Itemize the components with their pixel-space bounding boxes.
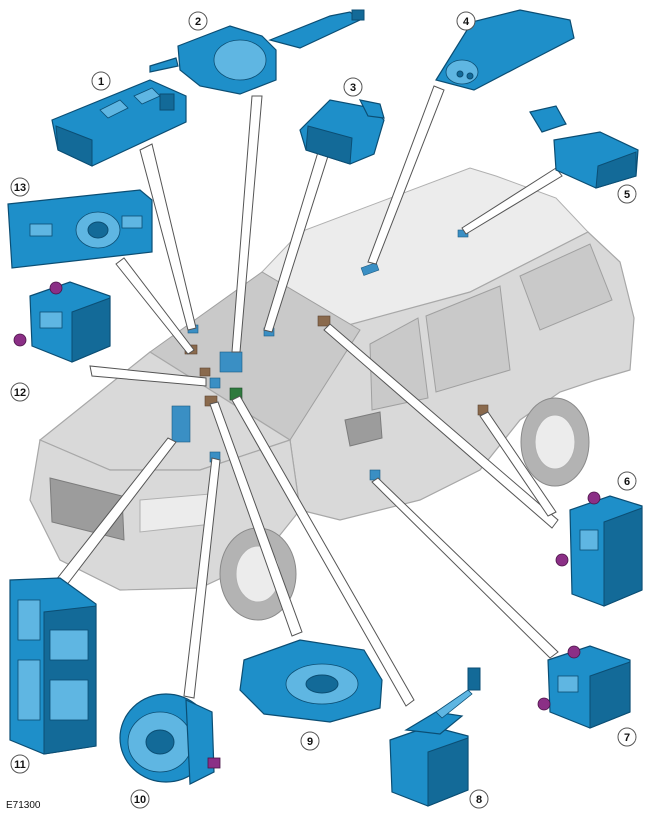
component-6-module [555, 491, 643, 607]
leader-6a [323, 323, 559, 529]
vehicle-mirror [344, 411, 383, 447]
figure-reference-code: E71300 [6, 800, 41, 811]
component-13-control-panel [7, 189, 153, 269]
callout-4: 4 [456, 11, 476, 31]
vehicle-module-markers [171, 229, 489, 481]
svg-text:7: 7 [624, 732, 630, 744]
svg-text:13: 13 [14, 182, 26, 194]
svg-text:5: 5 [624, 189, 630, 201]
leader-9 [209, 401, 303, 637]
component-10-sounder [119, 693, 221, 785]
svg-text:10: 10 [134, 794, 146, 806]
svg-text:3: 3 [350, 82, 356, 94]
component-12-module [13, 281, 111, 363]
component-4-roof-console [435, 9, 575, 91]
component-8-parking-brake-module [389, 667, 481, 807]
component-2-clockspring-switchgear [149, 9, 365, 95]
callout-7: 7 [617, 727, 637, 747]
component-5-module [529, 105, 639, 189]
callout-3: 3 [343, 77, 363, 97]
callout-2: 2 [188, 11, 208, 31]
callout-11: 11 [10, 754, 30, 774]
marker-pillar [317, 315, 331, 327]
leader-4 [367, 85, 445, 265]
marker-steering-column [219, 351, 243, 373]
svg-text:12: 12 [14, 387, 26, 399]
svg-text:4: 4 [463, 16, 470, 28]
leader-2 [231, 95, 263, 353]
svg-text:9: 9 [307, 736, 313, 748]
leader-8 [231, 395, 415, 707]
callout-8: 8 [469, 789, 489, 809]
marker-blue-center [209, 377, 221, 389]
svg-text:1: 1 [98, 76, 104, 88]
callout-1: 1 [91, 71, 111, 91]
callout-13: 13 [10, 177, 30, 197]
svg-text:8: 8 [476, 794, 482, 806]
callout-9: 9 [300, 731, 320, 751]
callout-5: 5 [617, 184, 637, 204]
leader-7 [371, 477, 559, 659]
leader-5 [461, 167, 563, 235]
component-11-central-module [9, 577, 97, 755]
leader-6b [479, 411, 557, 517]
vehicle-illustration [29, 167, 635, 621]
callout-10: 10 [130, 789, 150, 809]
vehicle-front-window [369, 317, 429, 411]
leader-1 [139, 143, 197, 331]
leader-lines [55, 85, 563, 707]
vehicle-rear-door-window [425, 285, 511, 393]
leader-10 [183, 457, 221, 699]
component-1-switch-pack [51, 79, 187, 167]
leader-13 [115, 257, 195, 355]
component-7-module [537, 645, 631, 729]
component-3-sensor [299, 99, 385, 165]
marker-roof-module [360, 262, 380, 276]
svg-text:2: 2 [195, 16, 201, 28]
component-9-steering-sensor [239, 639, 383, 723]
marker-dash-side [171, 405, 191, 443]
svg-text:6: 6 [624, 476, 630, 488]
marker-brown-center [199, 367, 211, 377]
vehicle-rear-wheel-rim [534, 414, 576, 470]
svg-text:11: 11 [14, 759, 26, 771]
vehicle-rear-quarter-window [519, 243, 613, 331]
callout-12: 12 [10, 382, 30, 402]
callout-6: 6 [617, 471, 637, 491]
leader-12 [89, 365, 207, 387]
